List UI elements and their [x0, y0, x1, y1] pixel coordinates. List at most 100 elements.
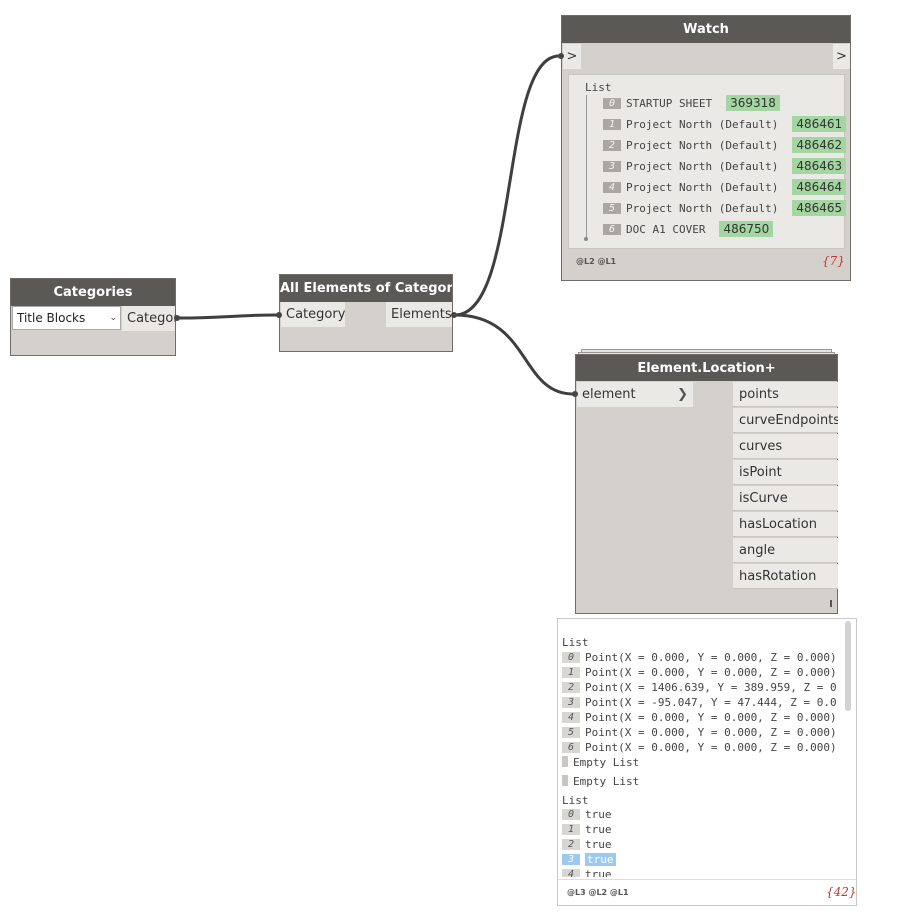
port-label: Elements	[391, 307, 452, 322]
list-item: 6 Point(X = 0.000, Y = 0.000, Z = 0.000)	[562, 740, 837, 755]
item-value: true	[585, 808, 612, 821]
output-port-is-point[interactable]: isPoint	[733, 460, 838, 485]
element-id-link[interactable]: 486464	[792, 179, 847, 195]
list-item[interactable]: 6 DOC A1 COVER 486750	[603, 221, 774, 238]
element-id-link[interactable]: 486750	[719, 221, 774, 237]
item-index: 0	[562, 809, 580, 820]
node-title: All Elements of Category	[280, 275, 452, 302]
output-port[interactable]: >	[833, 44, 850, 69]
item-name: DOC A1 COVER	[626, 223, 706, 236]
item-index: 1	[603, 119, 621, 130]
input-port-connector[interactable]	[572, 391, 578, 397]
chevron-right-icon: ❯	[677, 387, 688, 402]
element-id-link[interactable]: 486461	[792, 116, 847, 132]
list-levels: @L3 @L2 @L1	[567, 888, 629, 897]
output-port-curves[interactable]: curves	[733, 434, 838, 459]
item-value: Point(X = -95.047, Y = 47.444, Z = 0.0	[585, 696, 837, 709]
preview-footer: @L3 @L2 @L1 {42}	[558, 879, 857, 905]
item-index: 0	[562, 652, 580, 663]
item-value: Point(X = 0.000, Y = 0.000, Z = 0.000)	[585, 741, 837, 754]
output-port-category[interactable]: Category	[122, 306, 175, 331]
item-count: {42}	[826, 885, 857, 899]
element-id-link[interactable]: 486465	[792, 200, 847, 216]
wire-categories-to-all-elements	[177, 313, 278, 320]
list-item: 2 Point(X = 1406.639, Y = 389.959, Z = 0	[562, 680, 837, 695]
item-name: Project North (Default)	[626, 139, 779, 152]
vertical-scrollbar[interactable]	[845, 621, 851, 711]
list-item: 3 Point(X = -95.047, Y = 47.444, Z = 0.0	[562, 695, 837, 710]
item-index: 2	[562, 682, 580, 693]
node-title: Categories	[11, 279, 175, 306]
output-port-angle[interactable]: angle	[733, 538, 838, 563]
port-label: Category	[286, 307, 345, 322]
item-index: 6	[603, 224, 621, 235]
list-item[interactable]: 4 Project North (Default) 486464	[603, 179, 847, 196]
item-value: true	[585, 853, 616, 866]
input-port-connector[interactable]	[276, 312, 282, 318]
item-index: 5	[562, 727, 580, 738]
item-index: 3	[603, 161, 621, 172]
tree-line	[586, 95, 587, 239]
list-item[interactable]: 3 Project North (Default) 486463	[603, 158, 847, 175]
item-name: Project North (Default)	[626, 202, 779, 215]
output-port-curve-endpoints[interactable]: curveEndpoints	[733, 408, 838, 433]
wire-elements-to-element-location	[454, 313, 574, 396]
item-value: true	[585, 823, 612, 836]
output-port-elements[interactable]: Elements	[386, 302, 452, 327]
categories-node[interactable]: Categories Title Blocks ⌄ Category	[10, 278, 180, 356]
item-index: 3	[562, 697, 580, 708]
list-item[interactable]: 5 Project North (Default) 486465	[603, 200, 847, 217]
list-label: List	[562, 794, 589, 807]
item-index: 4	[562, 712, 580, 723]
element-location-node[interactable]: Element.Location+ element ❯ points curve…	[572, 354, 838, 614]
item-value: Point(X = 0.000, Y = 0.000, Z = 0.000)	[585, 651, 837, 664]
list-item[interactable]: 1 Project North (Default) 486461	[603, 116, 847, 133]
item-count: {7}	[822, 254, 845, 268]
resize-handle-icon[interactable]	[830, 600, 832, 607]
empty-list-marker	[562, 775, 568, 786]
list-levels: @L2 @L1	[576, 257, 617, 266]
item-index: 3	[562, 854, 580, 865]
item-value: Point(X = 0.000, Y = 0.000, Z = 0.000)	[585, 711, 837, 724]
dropdown-value: Title Blocks	[17, 311, 86, 325]
output-port-has-location[interactable]: hasLocation	[733, 512, 838, 537]
item-index: 2	[562, 839, 580, 850]
item-index: 1	[562, 824, 580, 835]
list-label: List	[585, 81, 612, 94]
item-name: Project North (Default)	[626, 118, 779, 131]
input-port-category[interactable]: Category	[281, 302, 345, 327]
output-port-points[interactable]: points	[733, 382, 838, 407]
element-id-link[interactable]: 369318	[726, 95, 780, 111]
input-port[interactable]: >	[563, 44, 581, 69]
output-port-has-rotation[interactable]: hasRotation	[733, 564, 838, 589]
item-name: STARTUP SHEET	[626, 97, 713, 110]
item-value: true	[585, 838, 612, 851]
element-id-link[interactable]: 486463	[792, 158, 847, 174]
category-dropdown[interactable]: Title Blocks ⌄	[12, 306, 121, 330]
output-port-is-curve[interactable]: isCurve	[733, 486, 838, 511]
input-port-connector[interactable]	[558, 53, 564, 59]
output-port-connector[interactable]	[451, 312, 457, 318]
input-port-element[interactable]: element ❯	[577, 382, 693, 407]
list-item: 5 Point(X = 0.000, Y = 0.000, Z = 0.000)	[562, 725, 837, 740]
all-elements-of-category-node[interactable]: All Elements of Category Category Elemen…	[276, 274, 457, 352]
item-value: Point(X = 0.000, Y = 0.000, Z = 0.000)	[585, 666, 837, 679]
item-index: 6	[562, 742, 580, 753]
item-value: Point(X = 0.000, Y = 0.000, Z = 0.000)	[585, 726, 837, 739]
item-name: Project North (Default)	[626, 181, 779, 194]
item-value: Point(X = 1406.639, Y = 389.959, Z = 0	[585, 681, 837, 694]
list-item-selected[interactable]: 3 true	[562, 852, 616, 867]
output-port-connector[interactable]	[174, 315, 180, 321]
item-index: 4	[603, 182, 621, 193]
element-id-link[interactable]: 486462	[792, 137, 847, 153]
empty-list: Empty List	[562, 755, 639, 770]
item-index: 5	[603, 203, 621, 214]
item-name: Project North (Default)	[626, 160, 779, 173]
